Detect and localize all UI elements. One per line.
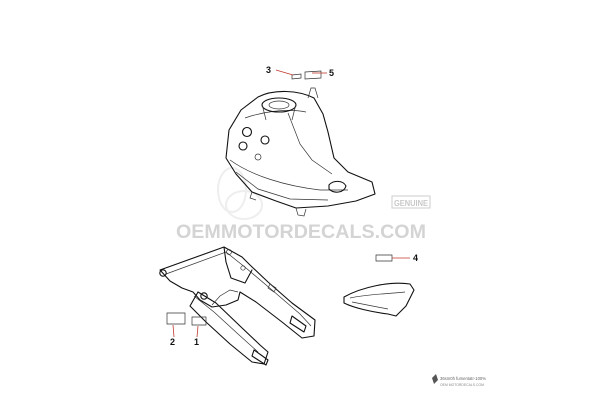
footer-line-2: OEM MOTORDECALS.COM [440,382,484,387]
side-cover-panel [343,282,415,317]
decal-4 [375,254,393,262]
fuel-tank [225,87,376,217]
footer-logo: 36sm0h fumentatr-100% OEM MOTORDECALS.CO… [432,374,486,387]
watermark-badge-text: GENUINE [394,199,429,208]
decal-5 [304,70,322,80]
decal-1 [191,316,207,326]
swingarm [159,246,316,366]
leader-line-3 [275,69,294,76]
footer-line-1: 36sm0h fumentatr-100% [440,376,486,381]
callout-5: 5 [329,68,334,78]
callout-1: 1 [194,337,199,347]
leader-line-2 [172,324,175,338]
callout-4: 4 [413,253,418,263]
callout-3: 3 [266,65,271,75]
decal-2 [166,312,186,325]
watermark-badge: GENUINE [391,195,431,209]
leader-line-1 [196,325,199,338]
callout-2: 2 [170,337,175,347]
watermark-brand: OEMMOTORDECALS.COM [176,222,426,243]
decal-3 [291,73,302,80]
footer-logo-icon [432,374,438,384]
